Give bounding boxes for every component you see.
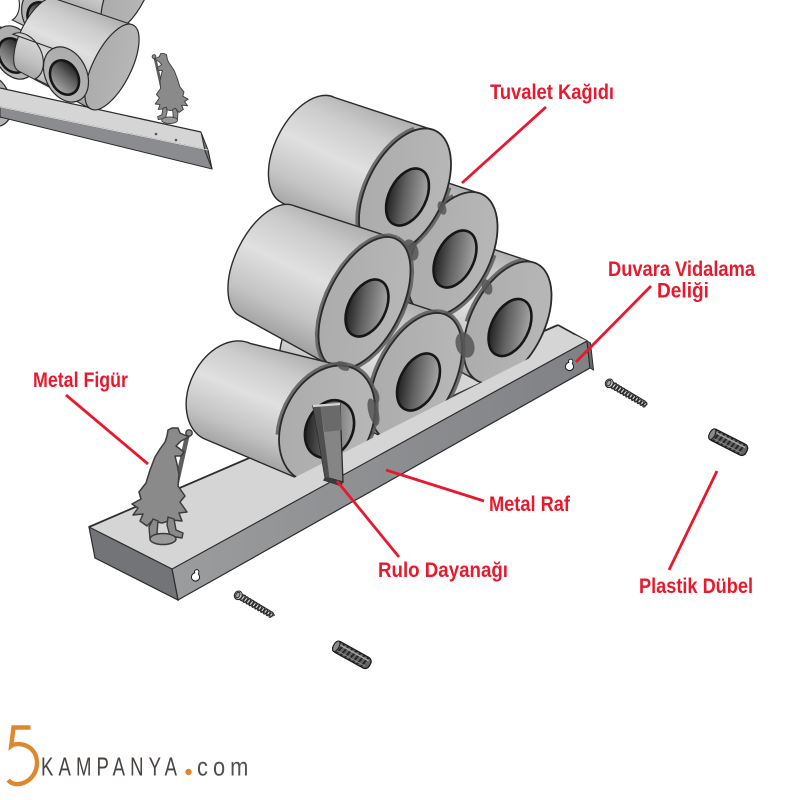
svg-text:Tuvalet Kağıdı: Tuvalet Kağıdı [490,81,614,104]
svg-text:KAMPANYA: KAMPANYA [41,753,182,782]
svg-text:Deliği: Deliği [657,280,709,303]
svg-text:com: com [197,753,253,782]
svg-text:Metal Raf: Metal Raf [489,493,571,516]
svg-text:Plastik Dübel: Plastik Dübel [639,575,753,598]
svg-text:Rulo Dayanağı: Rulo Dayanağı [378,559,508,582]
svg-text:Metal Figür: Metal Figür [33,369,128,392]
svg-text:Duvara Vidalama: Duvara Vidalama [608,258,755,281]
